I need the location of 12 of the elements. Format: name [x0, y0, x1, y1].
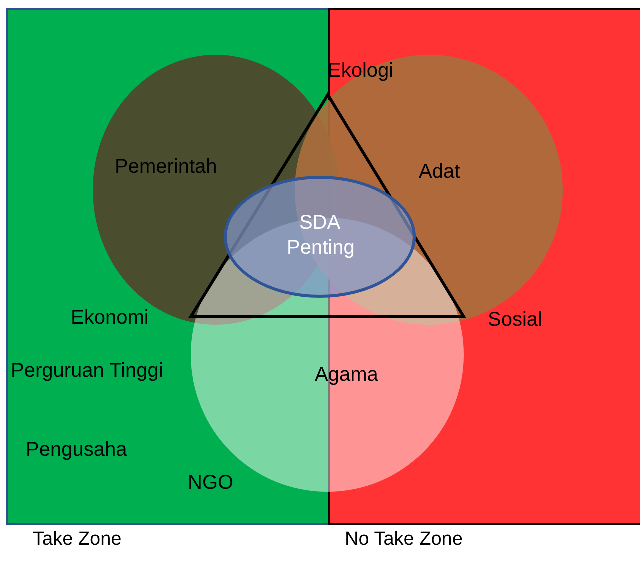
text-label: NGO: [188, 472, 234, 495]
text-label: Ekologi: [328, 60, 394, 83]
circle-label: Adat: [419, 160, 460, 185]
text-label: Ekonomi: [71, 307, 149, 330]
text-label: Pengusaha: [26, 439, 128, 462]
text-label: Sosial: [488, 309, 542, 332]
circle-label: Agama: [315, 363, 378, 388]
circle-label: SDA Penting: [286, 211, 356, 261]
text-label: Perguruan Tinggi: [11, 360, 164, 383]
zone-title: No Take Zone: [345, 529, 463, 551]
circle-label: Pemerintah: [115, 155, 218, 180]
zone-title: Take Zone: [33, 529, 122, 551]
